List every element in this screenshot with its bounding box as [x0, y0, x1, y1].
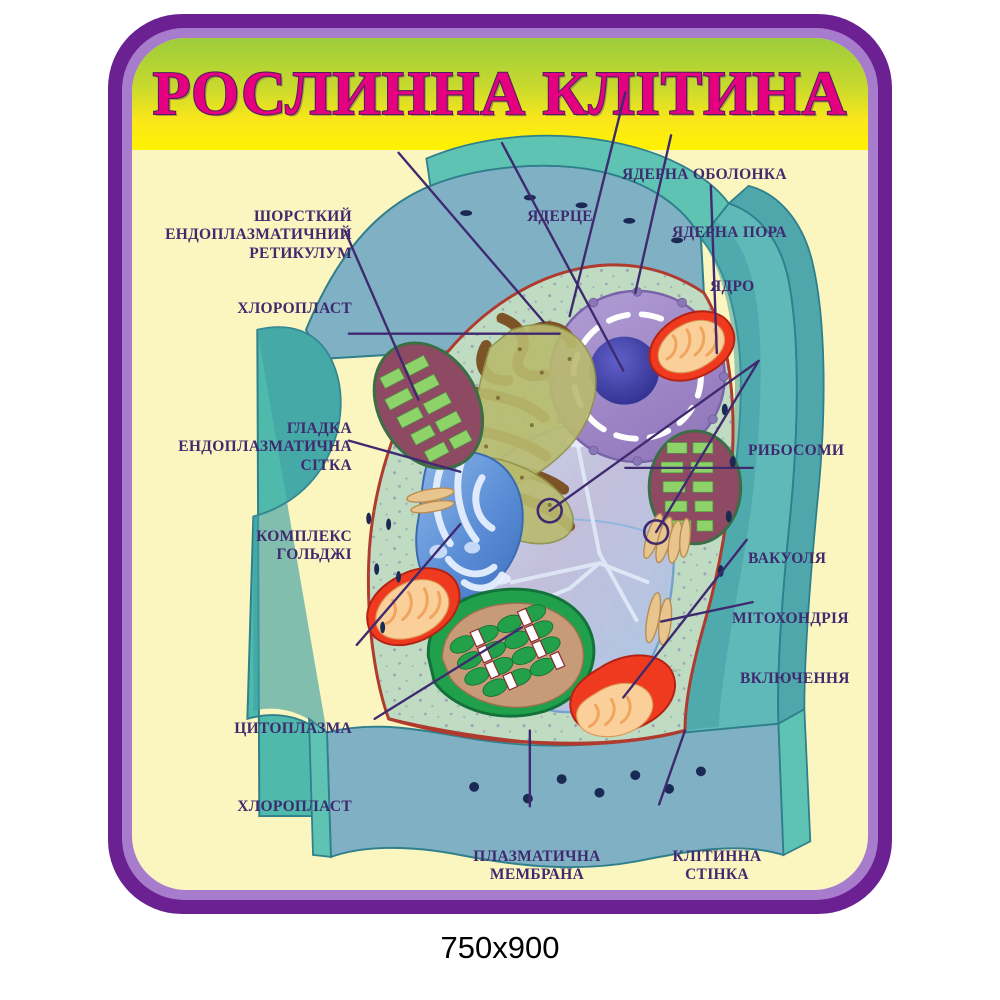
poster-frame-inner: РОСЛИННА КЛІТИНА [122, 28, 878, 900]
chloroplast-top-shape [372, 341, 485, 470]
title-banner: РОСЛИННА КЛІТИНА [132, 38, 868, 150]
label-cell-wall: КЛІТИННА СТІНКА [672, 848, 762, 884]
cell-wall-specks [366, 194, 736, 804]
page-title: РОСЛИННА КЛІТИНА [152, 60, 848, 128]
mitochondria-bottom-shape [569, 654, 676, 738]
label-inclusion: ВКЛЮЧЕННЯ [740, 670, 850, 687]
label-nuclear-pore: ЯДЕРНА ПОРА [672, 224, 787, 241]
poster-body: РОСЛИННА КЛІТИНА [132, 38, 868, 890]
label-plasma-membrane: ПЛАЗМАТИЧНА МЕМБРАНА [473, 848, 601, 884]
poster-frame-outer: РОСЛИННА КЛІТИНА [108, 14, 892, 914]
plant-cell-diagram [246, 91, 825, 869]
label-ribosomes: РИБОСОМИ [748, 442, 845, 459]
label-nuclear-envelope: ЯДЕРНА ОБОЛОНКА [622, 166, 787, 183]
size-caption: 750x900 [440, 930, 560, 965]
label-rough-er: ШОРСТКИЙ ЕНДОПЛАЗМАТИЧНИЙ РЕТИКУЛУМ [165, 208, 352, 262]
label-cytoplasm: ЦИТОПЛАЗМА [234, 720, 352, 737]
label-chloroplast-bottom: ХЛОРОПЛАСТ [237, 798, 352, 815]
label-golgi: КОМПЛЕКС ГОЛЬДЖІ [256, 528, 352, 564]
label-vacuole: ВАКУОЛЯ [748, 550, 827, 567]
label-nucleolus: ЯДЕРЦЕ [527, 208, 593, 225]
mitochondria-left-shape [366, 567, 461, 647]
label-smooth-er: ГЛАДКА ЕНДОПЛАЗМАТИЧНА СІТКА [178, 420, 352, 474]
mitochondria-top-shape [648, 310, 736, 382]
leader-lines [343, 91, 760, 808]
ribosome-markers [536, 497, 670, 546]
label-mitochondria: МІТОХОНДРІЯ [732, 610, 849, 627]
label-nucleus: ЯДРО [710, 278, 755, 295]
chloroplast-bottom-shape [426, 587, 596, 718]
label-chloroplast-top: ХЛОРОПЛАСТ [237, 300, 352, 317]
grana-stacks [449, 604, 566, 697]
